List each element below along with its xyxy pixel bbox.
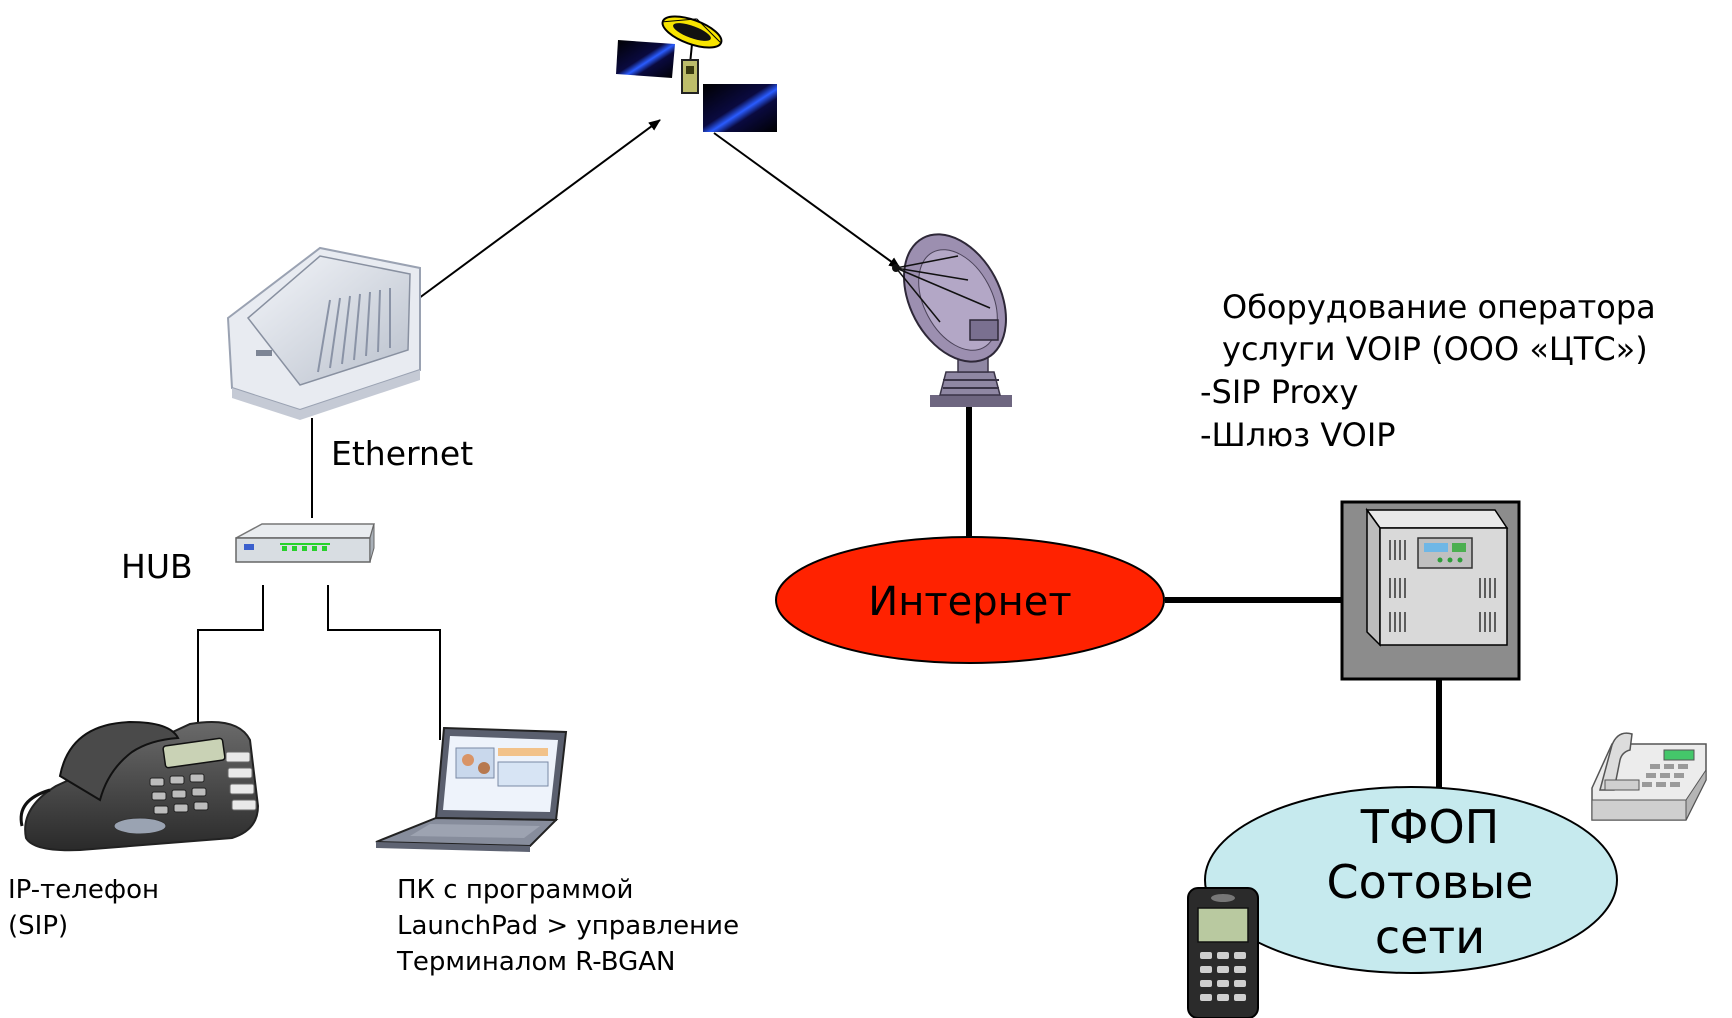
hub-to-pc-link xyxy=(327,585,441,740)
connections xyxy=(197,119,1442,790)
satellite-icon xyxy=(616,15,777,132)
pc-label-line1: ПК с программой xyxy=(397,875,633,905)
operator-label-line2: услуги VOIP (ООО «ЦТС») xyxy=(1222,330,1648,368)
server-cabinet-icon xyxy=(1340,500,1521,681)
desk-phone-icon xyxy=(1591,732,1707,821)
ethernet-label: Ethernet xyxy=(331,434,473,473)
labels: Ethernet HUB IP-телефон (SIP) ПК с прогр… xyxy=(8,288,1656,977)
internet-ellipse xyxy=(775,536,1165,664)
satellite-dish-icon xyxy=(892,233,1012,407)
ip-phone-label-line2: (SIP) xyxy=(8,911,68,941)
internet-label: Интернет xyxy=(868,579,1071,625)
pstn-label-line1: ТФОП xyxy=(1360,800,1500,854)
ip-phone-icon xyxy=(19,720,260,852)
operator-label-line4: -Шлюз VOIP xyxy=(1200,416,1396,454)
pc-label-line3: Терминалом R-BGAN xyxy=(396,947,675,977)
operator-label-line1: Оборудование оператора xyxy=(1222,288,1656,326)
hub-label: HUB xyxy=(121,547,193,586)
ip-phone-label-line1: IP-телефон xyxy=(8,875,159,905)
internet-node: Интернет xyxy=(775,536,1165,664)
pstn-ellipse xyxy=(1204,786,1618,974)
pstn-label-line3: сети xyxy=(1375,910,1485,964)
pc-label-line2: LaunchPad > управление xyxy=(397,911,739,941)
downlink-arrow xyxy=(713,132,901,269)
laptop-icon xyxy=(375,726,568,852)
pstn-cellular-node: ТФОП Сотовые сети xyxy=(1204,786,1618,974)
mobile-phone-icon xyxy=(1187,887,1259,1018)
pstn-label-line2: Сотовые xyxy=(1327,855,1534,909)
hub-icon xyxy=(235,523,375,563)
hub-to-phone-link xyxy=(197,585,264,726)
uplink-arrow xyxy=(406,119,661,308)
operator-label-line3: -SIP Proxy xyxy=(1200,373,1358,411)
bgan-terminal-icon xyxy=(226,246,421,420)
